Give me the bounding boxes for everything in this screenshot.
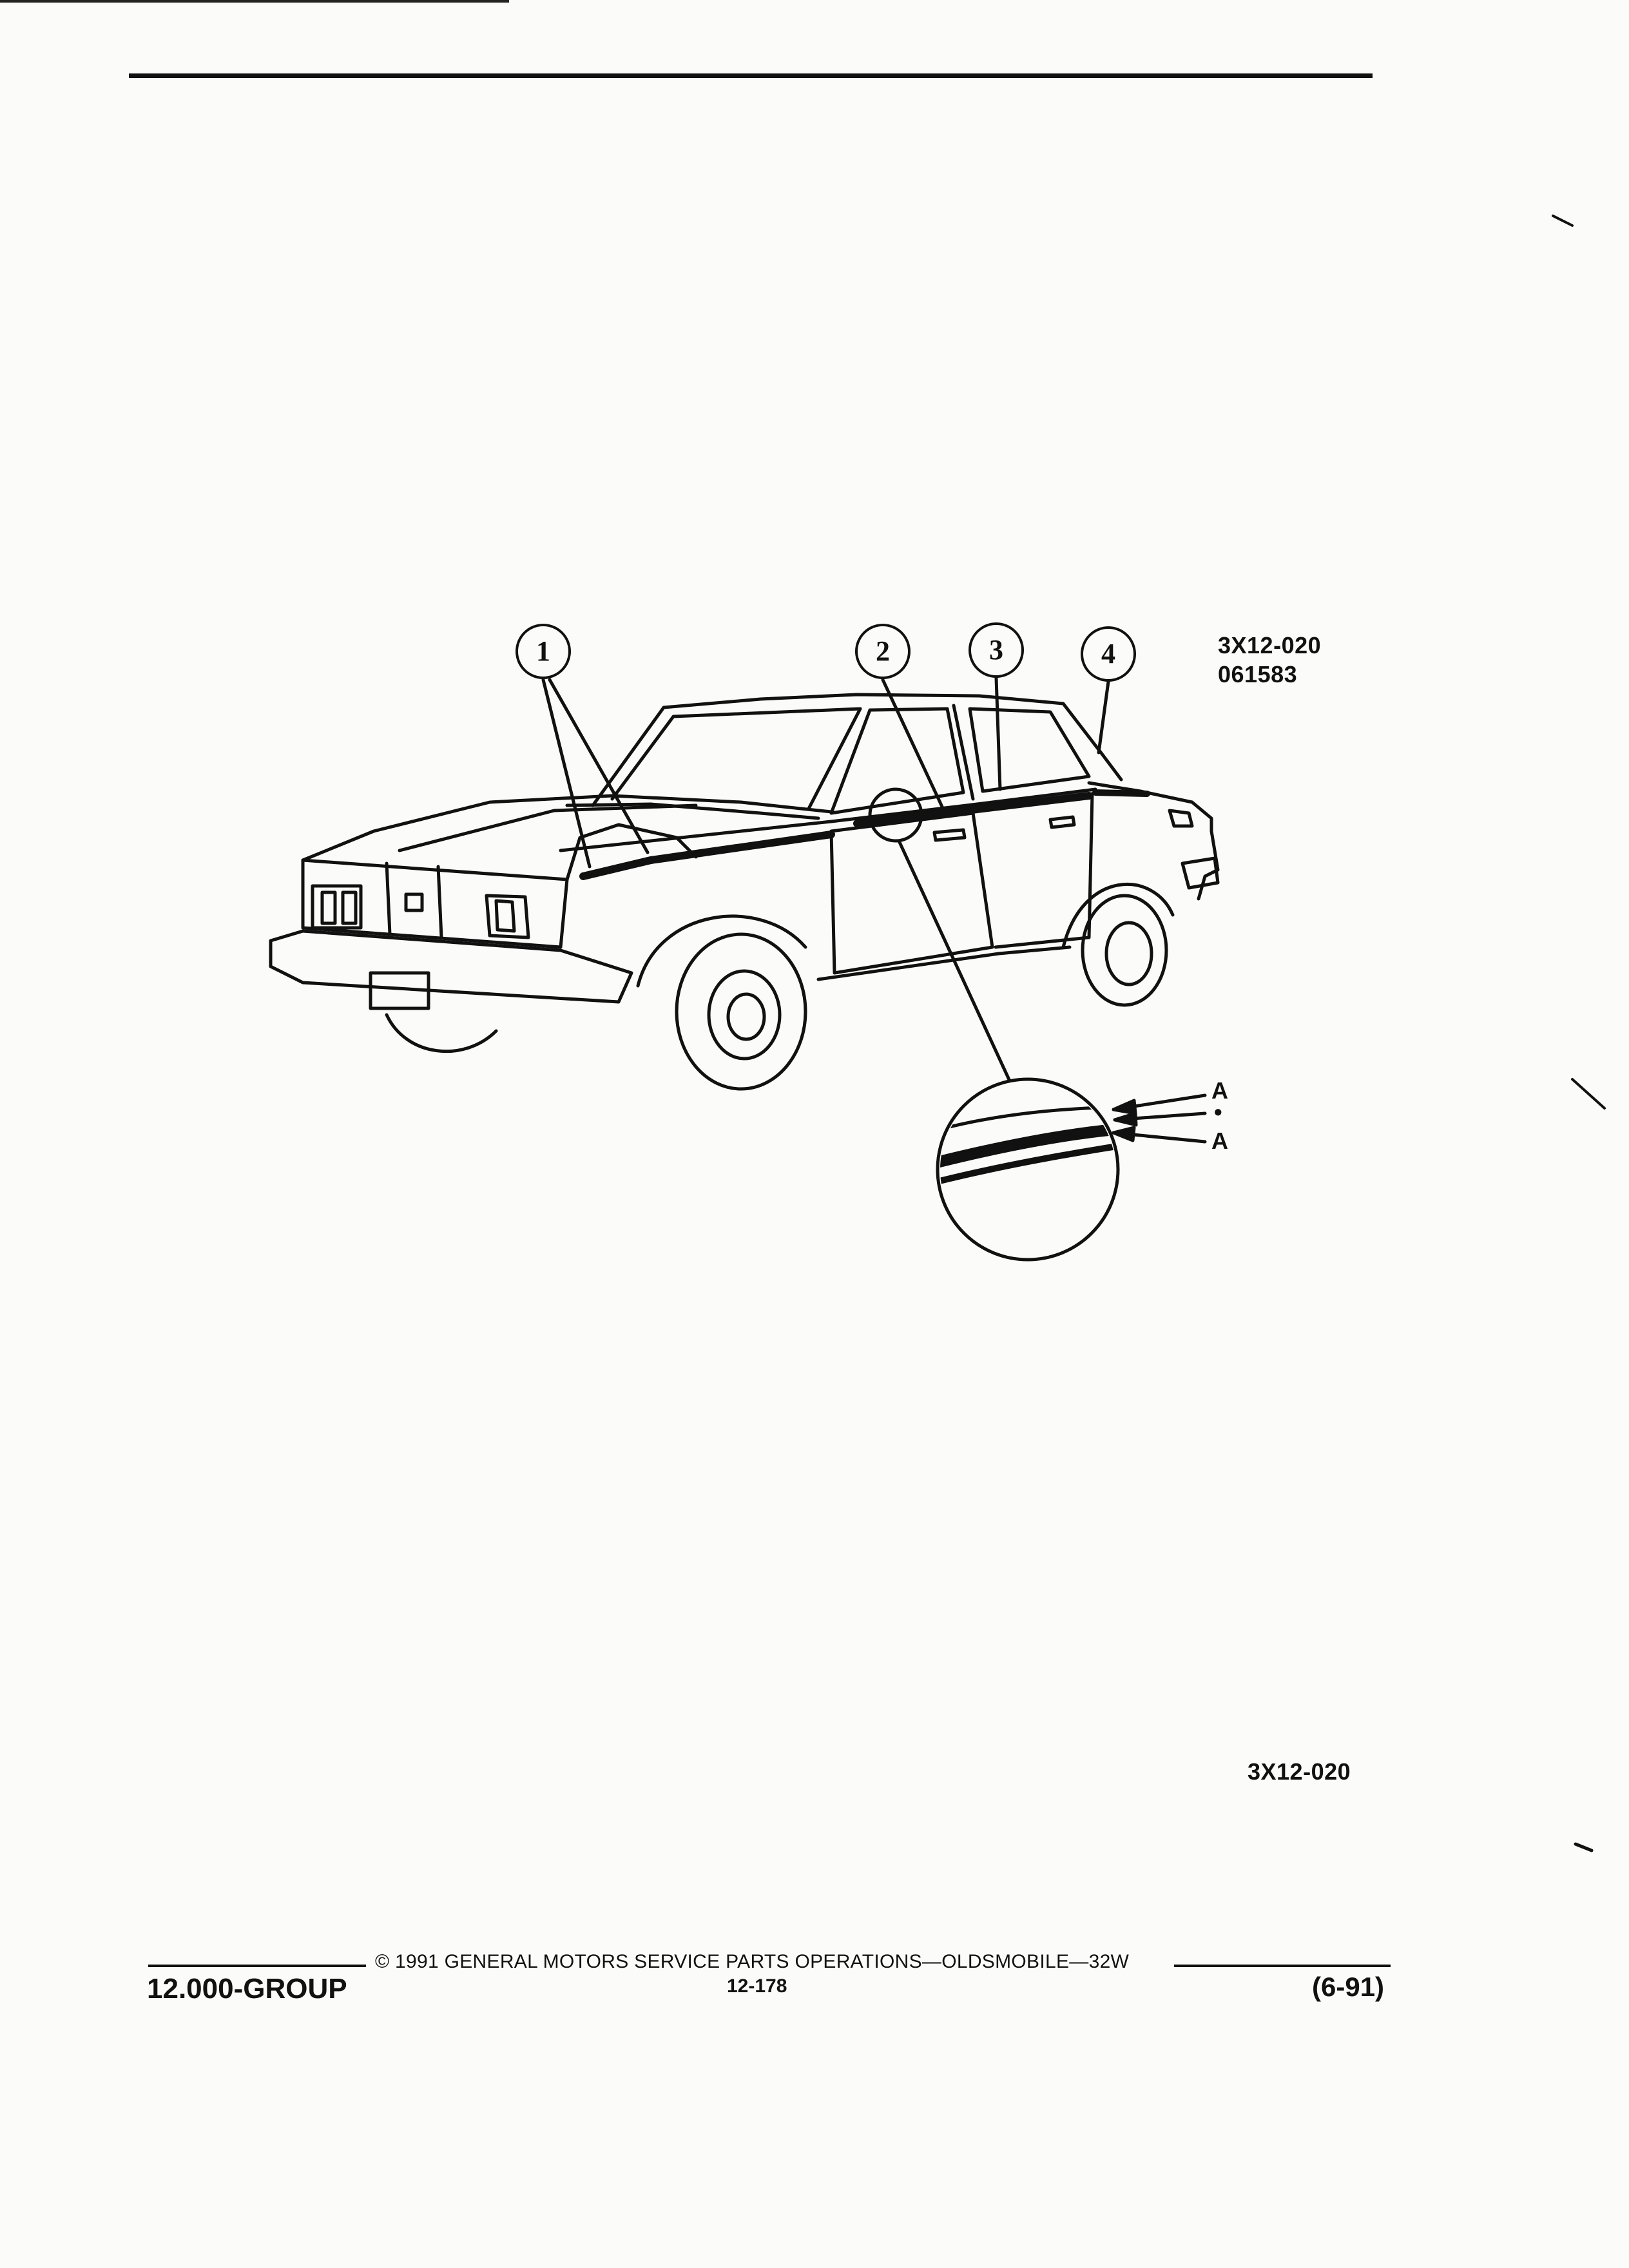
front-tire — [675, 932, 807, 1091]
left-headlight-inner — [320, 890, 337, 925]
rear-rim — [1104, 921, 1153, 986]
right-headlight — [485, 894, 530, 939]
hood-center-line — [398, 803, 698, 852]
front-door-window — [829, 707, 965, 815]
detail-origin-circle — [868, 787, 923, 843]
front-door-handle — [932, 828, 967, 842]
detail-stripe-lower — [940, 1142, 1115, 1186]
rear-quarter — [1197, 829, 1220, 901]
figure-bottom-ref: 3X12-020 — [1248, 1758, 1351, 1785]
hood-outline — [301, 794, 833, 862]
front-undercarriage — [385, 1013, 498, 1053]
front-bumper — [269, 929, 633, 1004]
detail-leader — [897, 839, 1012, 1084]
leader-1a — [541, 678, 592, 869]
center-emblem — [404, 892, 424, 912]
trunk-deck — [1087, 781, 1213, 833]
callout-2: 2 — [855, 624, 911, 679]
detail-stripe-thick — [940, 1123, 1115, 1169]
left-headlight-inner-2 — [341, 890, 358, 925]
scan-mark-1 — [1552, 215, 1574, 227]
b-pillar — [952, 704, 975, 801]
header-rule — [129, 73, 1373, 78]
footer-page-number: 12-178 — [727, 1975, 787, 1997]
cowl-line — [565, 802, 820, 820]
detail-label-dot: • — [1214, 1099, 1222, 1125]
belt-line — [559, 787, 1097, 852]
front-wheel-arch — [636, 914, 807, 988]
rear-door-window — [968, 707, 1091, 793]
rear-tire — [1081, 894, 1168, 1007]
callout-3: 3 — [969, 622, 1024, 678]
figure-id-line-1: 3X12-020 — [1218, 632, 1322, 658]
grille-divider-2 — [436, 865, 443, 939]
rear-bumper — [1181, 856, 1220, 890]
scan-mark-2 — [1571, 1078, 1606, 1110]
leader-3 — [994, 676, 1002, 791]
detail-label-a-bottom: A — [1211, 1128, 1228, 1154]
left-headlight — [311, 884, 363, 930]
rear-wheel-arch — [1061, 883, 1175, 949]
leader-4 — [1097, 680, 1110, 754]
footer-copyright: © 1991 GENERAL MOTORS SERVICE PARTS OPER… — [375, 1951, 1130, 1972]
rear-door-handle — [1048, 815, 1076, 829]
magnified-detail-circle — [936, 1077, 1120, 1262]
figure-id-line-2: 061583 — [1218, 661, 1298, 687]
belt-molding-stripe — [853, 792, 1093, 827]
footer-rule-left — [148, 1965, 366, 1967]
leader-2 — [881, 678, 944, 809]
rear-door — [974, 792, 1094, 949]
taillight — [1168, 809, 1194, 828]
grille-divider — [385, 861, 392, 936]
top-edge-rule — [0, 0, 509, 3]
detail-label-a-top: A — [1211, 1077, 1228, 1104]
scan-mark-3 — [1574, 1842, 1594, 1852]
footer-group: 12.000-GROUP — [147, 1973, 347, 2004]
front-rim — [707, 969, 782, 1061]
windshield — [610, 707, 862, 811]
quarter-molding-stripe — [1092, 789, 1150, 797]
leader-1b — [548, 678, 650, 854]
callout-1: 1 — [516, 624, 571, 679]
front-hub — [726, 992, 766, 1041]
hood-molding-stripe — [579, 831, 835, 880]
front-fender — [565, 823, 698, 881]
front-face — [301, 858, 569, 949]
footer-date: (6-91) — [1312, 1972, 1385, 2002]
roof-outline — [591, 693, 1123, 807]
right-headlight-inner — [494, 899, 516, 933]
license-plate — [369, 971, 430, 1010]
rocker-line — [816, 945, 1072, 981]
footer-rule-right — [1174, 1965, 1391, 1967]
callout-4: 4 — [1081, 626, 1136, 682]
